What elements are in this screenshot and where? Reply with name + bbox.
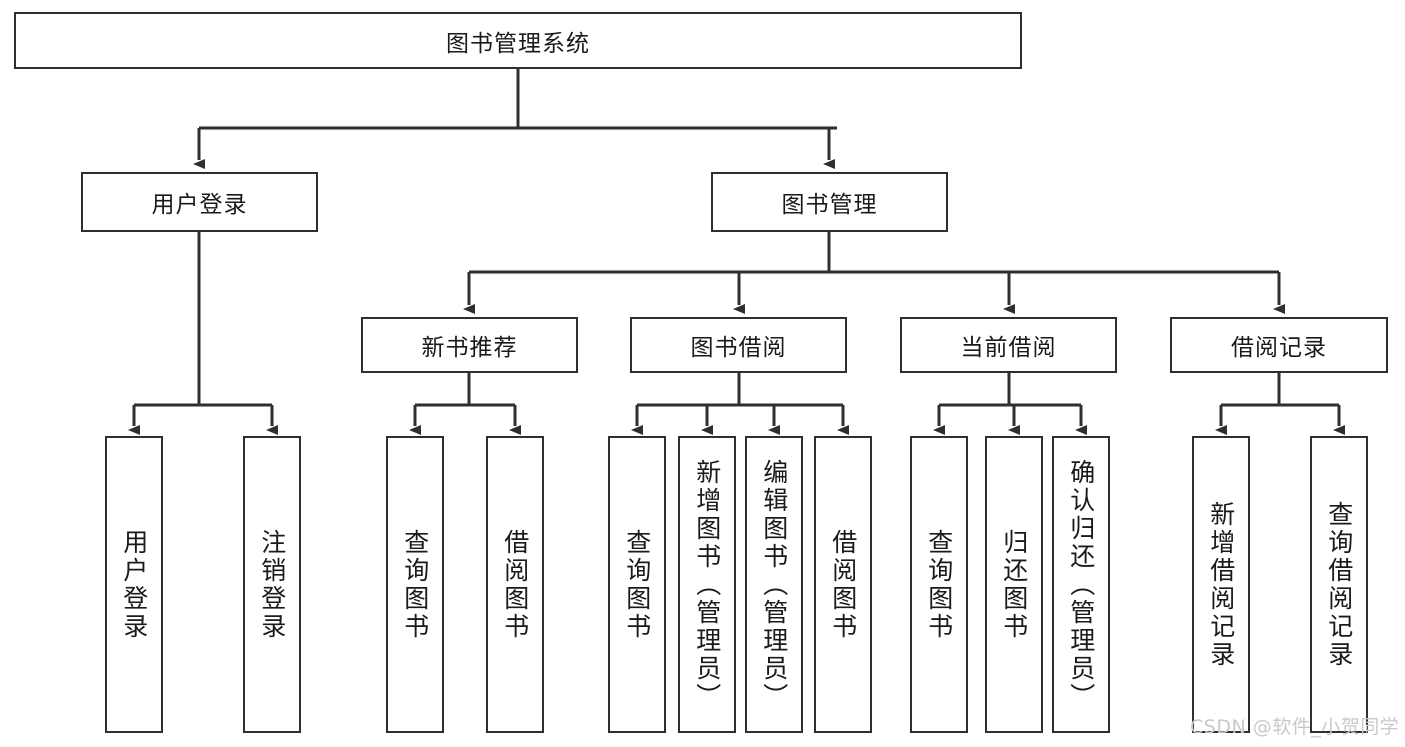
node-leaf-edit-book-admin[interactable]: 编辑图书（管理员）: [745, 436, 803, 733]
node-root[interactable]: 图书管理系统: [14, 12, 1022, 69]
node-root-label: 图书管理系统: [446, 30, 590, 57]
node-leaf-add-book-admin[interactable]: 新增图书（管理员）: [678, 436, 736, 733]
node-leaf-add-borrow-record-label: 新增借阅记录: [1206, 500, 1236, 669]
node-leaf-query-books-recommend[interactable]: 查询图书: [386, 436, 444, 733]
node-current-borrow[interactable]: 当前借阅: [900, 317, 1117, 373]
node-user-login-label: 用户登录: [151, 192, 248, 218]
node-book-management[interactable]: 图书管理: [711, 172, 948, 232]
node-new-book-recommend-label: 新书推荐: [421, 335, 518, 361]
node-leaf-logout-label: 注销登录: [257, 528, 287, 641]
node-leaf-add-borrow-record[interactable]: 新增借阅记录: [1192, 436, 1250, 733]
node-leaf-query-books-current-label: 查询图书: [924, 528, 954, 641]
node-leaf-borrow-books-recommend[interactable]: 借阅图书: [486, 436, 544, 733]
node-leaf-query-borrow-record-label: 查询借阅记录: [1324, 500, 1354, 669]
node-borrow-records[interactable]: 借阅记录: [1170, 317, 1388, 373]
node-leaf-query-borrow-record[interactable]: 查询借阅记录: [1310, 436, 1368, 733]
node-leaf-edit-book-admin-label: 编辑图书（管理员）: [759, 458, 789, 711]
node-leaf-borrow-books-recommend-label: 借阅图书: [500, 528, 530, 641]
node-leaf-query-books-borrow-label: 查询图书: [622, 528, 652, 641]
node-book-borrow[interactable]: 图书借阅: [630, 317, 847, 373]
node-leaf-user-login[interactable]: 用户登录: [105, 436, 163, 733]
node-leaf-query-books-recommend-label: 查询图书: [400, 528, 430, 641]
node-leaf-add-book-admin-label: 新增图书（管理员）: [692, 458, 722, 711]
node-leaf-query-books-current[interactable]: 查询图书: [910, 436, 968, 733]
node-new-book-recommend[interactable]: 新书推荐: [361, 317, 578, 373]
node-borrow-records-label: 借阅记录: [1231, 335, 1327, 361]
node-leaf-confirm-return-admin[interactable]: 确认归还（管理员）: [1052, 436, 1110, 733]
node-current-borrow-label: 当前借阅: [960, 335, 1057, 361]
node-leaf-user-login-label: 用户登录: [119, 528, 149, 641]
node-leaf-query-books-borrow[interactable]: 查询图书: [608, 436, 666, 733]
node-book-borrow-label: 图书借阅: [690, 335, 787, 361]
node-leaf-borrow-book[interactable]: 借阅图书: [814, 436, 872, 733]
node-leaf-confirm-return-admin-label: 确认归还（管理员）: [1066, 458, 1096, 711]
node-leaf-return-book[interactable]: 归还图书: [985, 436, 1043, 733]
node-user-login[interactable]: 用户登录: [81, 172, 318, 232]
node-leaf-borrow-book-label: 借阅图书: [828, 528, 858, 641]
node-leaf-logout[interactable]: 注销登录: [243, 436, 301, 733]
csdn-watermark: CSDN @软件_小贺同学: [1190, 716, 1400, 738]
node-leaf-return-book-label: 归还图书: [999, 528, 1029, 641]
node-book-management-label: 图书管理: [781, 192, 878, 218]
